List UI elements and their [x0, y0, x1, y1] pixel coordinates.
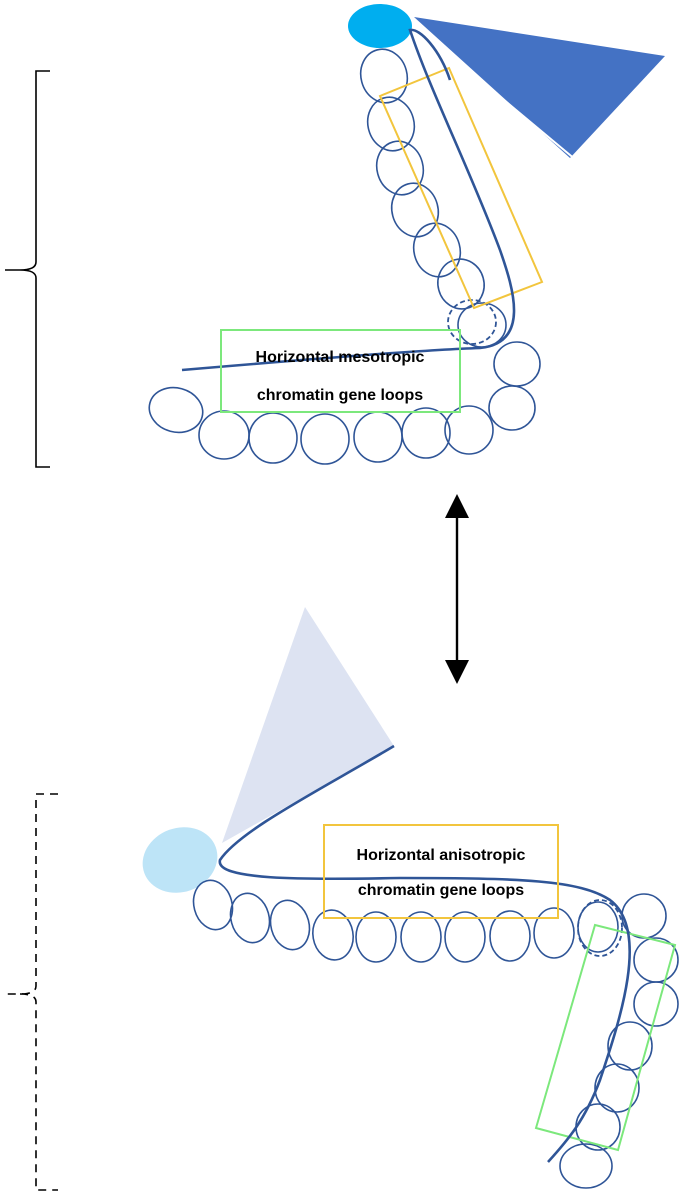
top-wedge-edge	[407, 19, 577, 161]
nucleosome	[312, 909, 354, 961]
bottom-transcript-wedge	[222, 607, 394, 843]
nucleosome	[412, 222, 462, 278]
bottom-dashed-bracket	[5, 793, 58, 1191]
bottom-tss-ellipse	[142, 827, 218, 893]
nucleosome	[248, 412, 298, 464]
nucleosome	[198, 410, 250, 460]
top-vertical-nucleosomes	[359, 48, 507, 348]
nucleosome	[594, 1063, 640, 1113]
nucleosome	[444, 911, 486, 963]
top-gene-box	[378, 66, 544, 310]
top-label-line2: chromatin gene loops	[257, 387, 423, 404]
nucleosome	[577, 901, 619, 953]
top-chromatin-strand	[181, 28, 516, 372]
nucleosome	[355, 911, 397, 963]
bottom-label-line2: chromatin gene loops	[358, 882, 524, 899]
nucleosome	[457, 302, 507, 348]
bottom-gene-box	[534, 923, 677, 1152]
nucleosome	[300, 413, 350, 465]
bottom-dashed-nucleosome	[577, 899, 623, 957]
nucleosome	[400, 911, 442, 963]
nucleosome	[353, 411, 403, 463]
nucleosome	[633, 981, 679, 1027]
bottom-panel: Horizontal anisotropic chromatin gene lo…	[5, 607, 679, 1191]
nucleosome	[359, 48, 409, 104]
nucleosome	[533, 907, 575, 959]
bottom-label-box	[323, 824, 559, 919]
bottom-label-line1: Horizontal anisotropic	[357, 847, 526, 864]
nucleosome	[148, 386, 204, 434]
nucleosome	[444, 405, 494, 455]
top-corner-nucleosomes	[488, 341, 541, 431]
top-panel: Horizontal mesotropic chromatin gene loo…	[5, 4, 665, 468]
nucleosome	[390, 182, 440, 238]
nucleosome	[401, 407, 451, 459]
top-tss-ellipse	[348, 4, 412, 48]
nucleosome	[192, 879, 234, 931]
top-horizontal-nucleosomes	[148, 386, 494, 465]
nucleosome	[575, 1103, 621, 1151]
nucleosome	[489, 910, 531, 962]
top-curly-bracket	[5, 70, 50, 468]
nucleosome	[488, 385, 536, 431]
nucleosome	[607, 1021, 653, 1071]
bottom-chromatin-strand	[218, 744, 631, 1163]
top-label-box	[220, 329, 461, 413]
nucleosome	[229, 892, 271, 944]
nucleosome	[493, 341, 541, 387]
top-transcript-wedge	[414, 17, 665, 158]
nucleosome	[375, 140, 425, 196]
top-label-line1: Horizontal mesotropic	[256, 349, 425, 366]
nucleosome	[366, 96, 416, 152]
nucleosome	[559, 1143, 613, 1189]
bottom-horizontal-nucleosomes	[192, 879, 619, 963]
top-dashed-nucleosome	[447, 299, 497, 345]
nucleosome	[269, 899, 311, 951]
